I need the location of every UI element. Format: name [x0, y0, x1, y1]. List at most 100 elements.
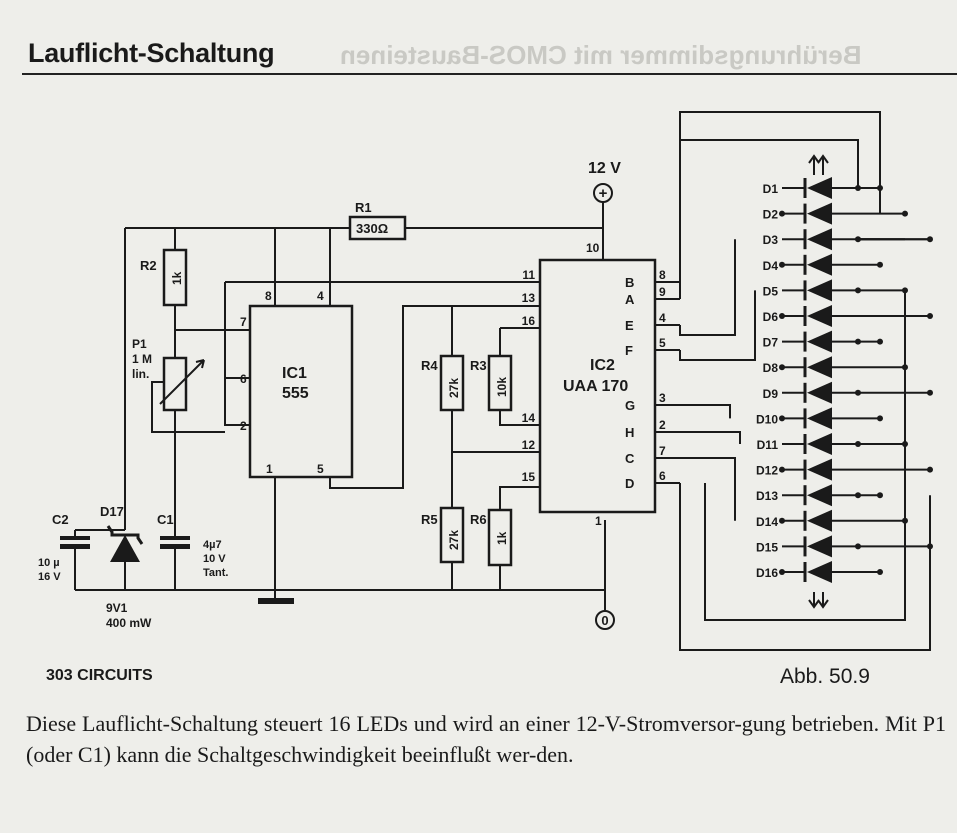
matrix-route: [680, 431, 741, 444]
junction-dot: [855, 338, 861, 345]
c1-rating: 10 V: [203, 553, 226, 565]
matrix-route: [680, 404, 731, 419]
ic2-pin-number: 3: [659, 391, 666, 405]
junction-dot: [855, 492, 861, 499]
r5-value: 27k: [447, 530, 461, 550]
junction-dot: [855, 236, 861, 243]
led-diode: [807, 253, 832, 276]
ground-symbol: 0: [601, 613, 608, 628]
led-diode: [807, 177, 832, 199]
page-title: Lauflicht-Schaltung: [28, 38, 275, 68]
junction-dot: [855, 185, 861, 191]
ic2-pin-letter: B: [625, 275, 634, 290]
led-label: D16: [756, 566, 778, 580]
ground-bar: [258, 598, 294, 604]
r2-resistor: [162, 248, 188, 307]
c1-type: Tant.: [203, 567, 228, 579]
ic1-pin: 7: [240, 315, 247, 329]
ic2-pin-number: 2: [659, 418, 666, 432]
plus-symbol: +: [599, 185, 608, 202]
d17-zener: [106, 525, 144, 562]
ic1-pin: 8: [265, 289, 272, 303]
ic1-name: IC1: [282, 365, 307, 382]
led-label: D11: [757, 438, 779, 452]
led-label: D9: [763, 387, 779, 401]
led-label: D10: [756, 412, 778, 426]
ground-terminal: [595, 610, 615, 630]
supply-terminal: [593, 183, 613, 203]
junction-dot: [779, 261, 785, 268]
ic2-pin-letter: G: [625, 398, 635, 413]
ic1-555: [248, 304, 354, 479]
led-label: D6: [763, 310, 779, 324]
ic2-pin-letter: F: [625, 343, 633, 358]
p1-note: lin.: [132, 367, 149, 381]
c2-rating: 16 V: [38, 571, 61, 583]
ic2-pin-number: 8: [659, 268, 666, 282]
r6-resistor: [487, 508, 513, 567]
led-label: D12: [756, 464, 778, 478]
source-label: 303 CIRCUITS: [46, 667, 153, 684]
junction-dot: [877, 492, 883, 499]
c2-value: 10 µ: [38, 557, 60, 569]
r2-value: 1k: [170, 271, 184, 285]
ic2-pin: 14: [522, 411, 536, 425]
caption: Diese Lauflicht-Schaltung steuert 16 LED…: [26, 711, 946, 767]
ic2-pin-letter: C: [625, 451, 635, 466]
r1-resistor: [348, 215, 407, 241]
light-arrows-top: [808, 154, 829, 175]
led-wiring: [655, 111, 931, 651]
p1-potentiometer: [162, 356, 188, 412]
led-label: D13: [756, 489, 778, 503]
ic2-pin-number: 6: [659, 469, 666, 483]
junction-dot: [877, 185, 883, 191]
ic2-pin-letter: D: [625, 476, 634, 491]
c1-capacitor: [160, 536, 190, 549]
r5-resistor: [439, 506, 465, 564]
led-label: D15: [756, 540, 778, 554]
d17-rating: 400 mW: [106, 616, 152, 630]
c1-label: C1: [157, 512, 174, 527]
ic2-name: IC2: [590, 357, 615, 374]
ic1-pin: 1: [266, 462, 273, 476]
led-label: D3: [763, 233, 779, 247]
r2-label: R2: [140, 258, 157, 273]
junction-dot: [779, 466, 785, 473]
ic2-pin: 16: [522, 314, 536, 328]
figure-label: Abb. 50.9: [780, 665, 870, 688]
led-diode: [807, 305, 832, 327]
junction-dot: [902, 517, 908, 524]
junction-dot: [855, 287, 861, 294]
junction-dot: [902, 210, 908, 217]
title-rule: [22, 73, 957, 75]
ic2-pin: 15: [522, 470, 536, 484]
r6-label: R6: [470, 512, 487, 527]
ic2-part: UAA 170: [563, 378, 628, 395]
matrix-route: [679, 111, 881, 282]
led-diode: [807, 330, 832, 353]
junction-dot: [779, 364, 785, 371]
ic2-pin: 13: [522, 291, 536, 305]
led-diode: [807, 433, 832, 455]
junction-dot: [877, 261, 883, 268]
junction-dot: [779, 517, 785, 524]
led-diode: [807, 407, 832, 430]
junction-dot: [877, 415, 883, 422]
ic1-pin: 4: [317, 289, 324, 303]
junction-dot: [779, 569, 785, 575]
junction-dot: [779, 313, 785, 319]
led-label: D1: [763, 182, 779, 196]
light-arrows-bottom: [808, 592, 829, 609]
ic2-pin: 11: [522, 268, 535, 282]
junction-dot: [855, 543, 861, 550]
junction-dot: [902, 364, 908, 371]
ic2-pin-letter: E: [625, 318, 634, 333]
led-diode: [807, 202, 832, 225]
led-label: D8: [763, 361, 779, 375]
led-diode: [807, 279, 832, 302]
junction-dot: [779, 415, 785, 422]
ic2-pin: 10: [586, 241, 600, 255]
r1-label: R1: [355, 200, 372, 215]
junction-dot: [855, 441, 861, 447]
